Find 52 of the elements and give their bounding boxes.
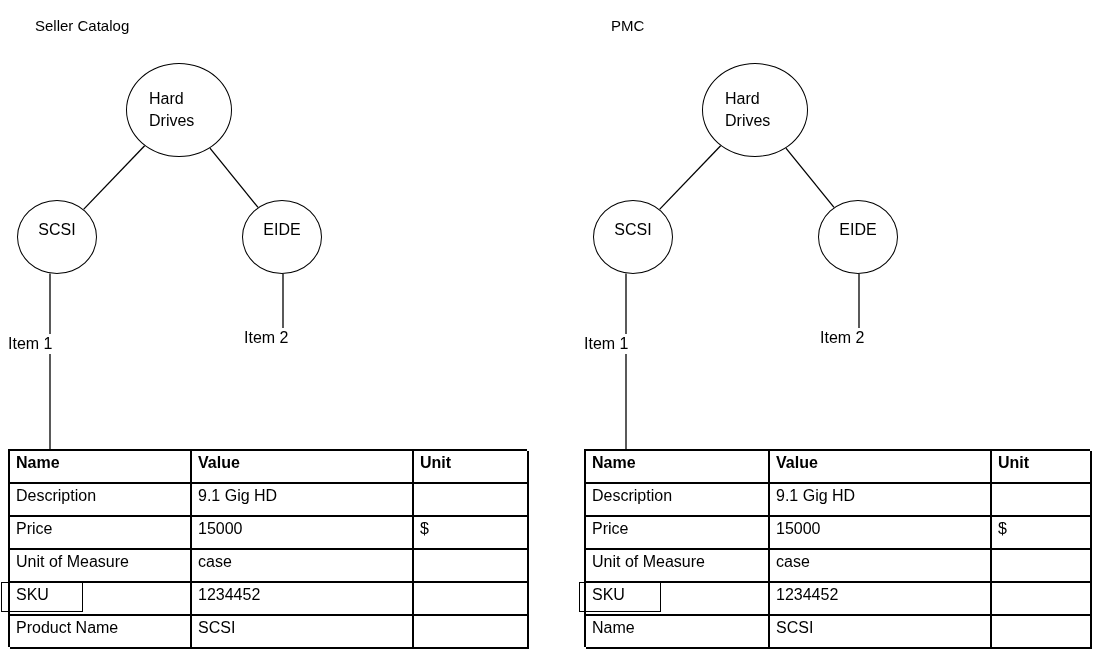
- attribute-table: [8, 449, 527, 647]
- table-cell: 9.1 Gig HD: [770, 484, 992, 517]
- table-cell: case: [770, 550, 992, 583]
- table-cell: Price: [10, 517, 192, 550]
- attribute-table: [584, 449, 1090, 647]
- connector-line: [785, 147, 835, 209]
- table-cell: Description: [10, 484, 192, 517]
- table-cell: 15000: [192, 517, 414, 550]
- table-cell: 1234452: [192, 583, 414, 616]
- connector-line: [82, 145, 146, 210]
- catalog-title: PMC: [611, 17, 645, 34]
- catalog-title: Seller Catalog: [35, 17, 130, 34]
- table-cell: SCSI: [192, 616, 414, 649]
- connector-line: [858, 273, 860, 329]
- column-header: Value: [192, 451, 414, 484]
- table-cell: $: [992, 517, 1092, 550]
- table-cell: 1234452: [770, 583, 992, 616]
- item-label: Item 2: [244, 328, 289, 348]
- table-cell: SCSI: [770, 616, 992, 649]
- table-cell: Price: [586, 517, 770, 550]
- column-header: Unit: [414, 451, 529, 484]
- category-label: EIDE: [839, 219, 877, 240]
- column-header: Value: [770, 451, 992, 484]
- table-cell: $: [414, 517, 529, 550]
- category-label: SCSI: [38, 219, 76, 240]
- table-cell: Name: [586, 616, 770, 649]
- column-header: Name: [10, 451, 192, 484]
- table-cell: Description: [586, 484, 770, 517]
- column-header: Name: [586, 451, 770, 484]
- category-label: EIDE: [263, 219, 301, 240]
- table-cell: SKU: [586, 583, 770, 616]
- connector-line: [625, 272, 627, 335]
- connector-line: [625, 353, 627, 450]
- table-cell: case: [192, 550, 414, 583]
- table-cell: Product Name: [10, 616, 192, 649]
- category-label: Hard Drives: [149, 88, 196, 131]
- item-label: Item 1: [584, 334, 629, 354]
- table-cell: Unit of Measure: [10, 550, 192, 583]
- category-label: SCSI: [614, 219, 652, 240]
- connector-line: [209, 147, 259, 209]
- column-header: Unit: [992, 451, 1092, 484]
- table-cell: Unit of Measure: [586, 550, 770, 583]
- table-cell: SKU: [10, 583, 192, 616]
- category-label: Hard Drives: [725, 88, 772, 131]
- connector-line: [658, 145, 722, 210]
- connector-line: [282, 273, 284, 329]
- item-label: Item 1: [8, 334, 53, 354]
- connector-line: [49, 272, 51, 335]
- item-label: Item 2: [820, 328, 865, 348]
- table-cell: 15000: [770, 517, 992, 550]
- table-cell: 9.1 Gig HD: [192, 484, 414, 517]
- connector-line: [49, 353, 51, 450]
